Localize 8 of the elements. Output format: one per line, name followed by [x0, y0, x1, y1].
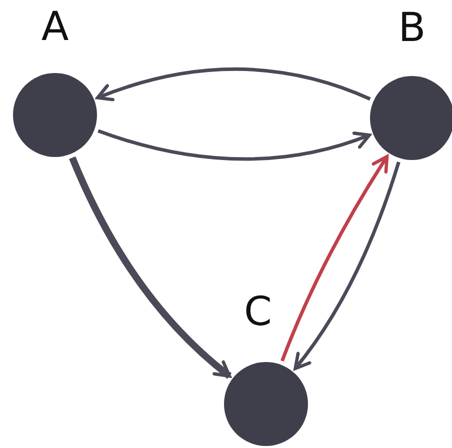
- node-label: B: [398, 8, 426, 48]
- node-label: C: [244, 292, 272, 332]
- arrow: [98, 129, 371, 161]
- node-label: A: [41, 7, 69, 47]
- arrow: [280, 154, 389, 362]
- arrow: [69, 156, 232, 379]
- arrow: [294, 162, 400, 370]
- arrow: [96, 67, 371, 102]
